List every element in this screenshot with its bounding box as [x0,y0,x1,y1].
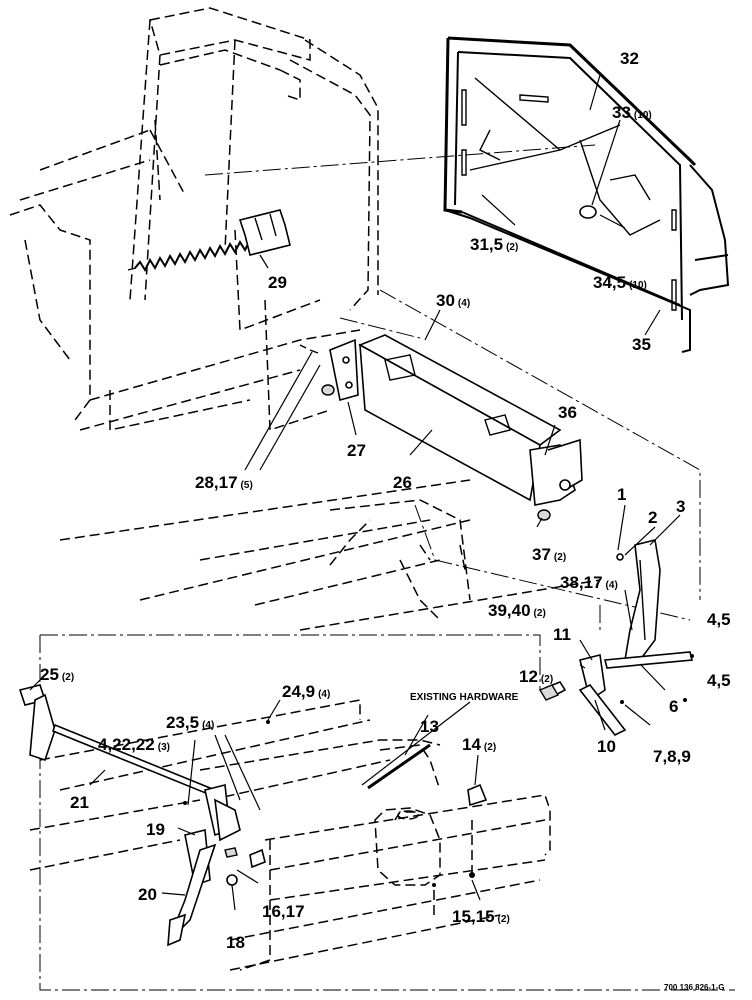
callout-19: 19 [146,820,165,839]
callout-4-5-a: 4,5 [707,610,731,629]
leader-31 [481,194,516,226]
leader-2 [624,526,656,556]
callout-12: 12(2) [519,667,553,686]
callout-14: 14(2) [462,735,496,754]
leader-1 [617,504,626,551]
callout-37: 37(2) [532,545,566,564]
callout-20: 20 [138,885,157,904]
callout-29: 29 [268,273,287,292]
assembly-lines [39,144,735,991]
bracket-29 [238,209,291,269]
lower-frame [29,699,551,971]
leader-16 [236,869,259,884]
callout-3: 3 [676,497,685,516]
existing-hardware-label: EXISTING HARDWARE [410,692,519,703]
callout-27: 27 [347,441,366,460]
callout-18: 18 [226,933,245,952]
hardware-group [361,701,488,920]
leader-28a [244,351,313,471]
leader-4-22 [187,739,196,806]
mid-frame [59,479,601,631]
leader-24 [267,699,281,721]
leader-33 [591,119,621,206]
callout-33: 33(10) [612,103,652,122]
leader-11 [579,639,593,661]
leader-18 [231,884,236,911]
leader-27 [347,401,357,436]
callout-28-17: 28,17(5) [195,473,253,492]
callout-25: 25(2) [40,665,74,684]
callout-34-5: 34,5(10) [593,273,647,292]
leader-23b [224,734,261,811]
callout-16-17: 16,17 [262,902,305,921]
callout-39-40: 39,40(2) [488,601,546,620]
leader-32 [589,74,601,111]
callout-26: 26 [393,473,412,492]
callout-38-17: 38,17(4) [560,573,618,592]
leader-38 [624,589,633,631]
callout-15: 15,15(2) [452,907,510,926]
callout-30: 30(4) [436,291,470,310]
callout-4-22-22: 4,22,22(3) [98,735,170,754]
leader-6 [639,663,666,691]
callout-31-5: 31,5(2) [470,235,518,254]
header-frame [9,7,379,432]
callout-11: 11 [553,625,571,644]
leader-10 [594,699,606,731]
callout-24-9: 24,9(4) [282,682,330,701]
callout-10: 10 [597,737,616,756]
leader-35 [644,309,661,336]
mounting-bar-26 [321,334,583,528]
leader-existing-hardware [361,701,471,786]
pedal-bracket-3 [616,504,681,661]
leader-30 [424,309,441,341]
callout-4-5-b: 4,5 [707,671,731,690]
leader-34 [599,214,626,229]
callout-21: 21 [70,793,89,812]
leader-25 [29,674,46,691]
cross-shaft-21 [18,674,216,798]
leader-23a [214,734,241,801]
callout-35: 35 [632,335,651,354]
reservoir [374,807,441,886]
callout-1: 1 [617,485,626,504]
callout-36: 36 [558,403,577,422]
callout-6: 6 [669,697,678,716]
leader-20 [161,892,186,896]
leader-21 [89,769,106,786]
callout-2: 2 [648,508,657,527]
leader-12 [579,664,586,669]
leader-26 [409,429,433,456]
leader-36 [544,424,556,456]
leader-19 [177,827,196,836]
callout-7-8-9: 7,8,9 [653,747,691,766]
callout-32: 32 [620,49,639,68]
document-number: 700 136 826-1-G [664,983,725,992]
callout-13: 13 [420,717,439,736]
pedal-arm-10 [538,639,627,737]
leader-14 [474,754,479,786]
leader-7 [624,704,651,726]
leader-15 [471,879,481,901]
pedal-assembly [161,699,281,947]
leader-3 [649,514,681,546]
callout-23-5: 23,5(4) [166,713,214,732]
leader-28b [259,364,321,471]
leader-13 [404,714,429,756]
leader-37 [536,517,543,528]
pedal-shaft-6 [603,651,694,726]
shield-panel-32 [443,36,730,353]
